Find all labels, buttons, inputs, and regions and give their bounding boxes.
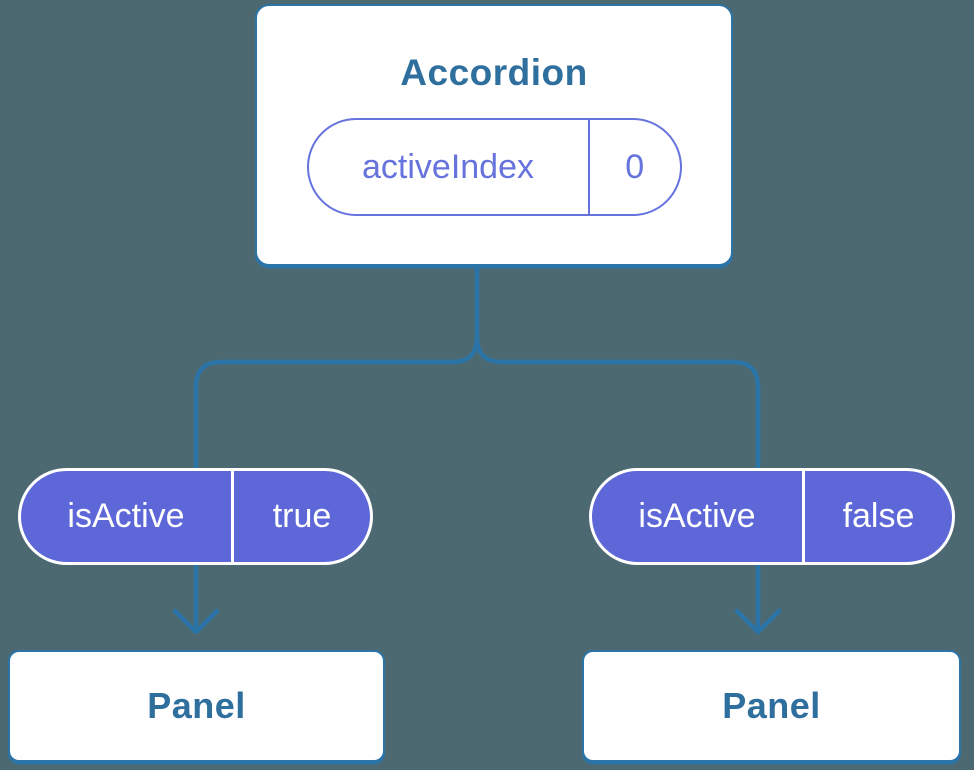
pill-divider: [587, 120, 590, 214]
state-pill: activeIndex 0: [306, 118, 682, 216]
prop-value: false: [842, 497, 915, 535]
pill-divider: [231, 471, 234, 562]
accordion-node: Accordion activeIndex 0: [255, 4, 733, 266]
tree-edge-left: [193, 263, 480, 633]
prop-name: isActive: [67, 497, 185, 535]
tree-edge-right: [474, 263, 761, 633]
arrow-down-icon: [172, 608, 220, 635]
accordion-node-title: Accordion: [400, 52, 588, 93]
prop-pill-left: isActive true: [18, 468, 373, 565]
arrow-down-icon: [734, 608, 782, 635]
panel-node-title: Panel: [147, 685, 246, 726]
prop-name: isActive: [638, 497, 756, 535]
pill-divider: [802, 471, 805, 562]
state-name: activeIndex: [362, 147, 534, 186]
panel-node-right: Panel: [582, 650, 961, 762]
panel-node-title: Panel: [722, 685, 821, 726]
prop-value: true: [272, 497, 332, 535]
state-value: 0: [625, 147, 645, 186]
panel-node-left: Panel: [8, 650, 385, 762]
prop-pill-right: isActive false: [589, 468, 955, 565]
